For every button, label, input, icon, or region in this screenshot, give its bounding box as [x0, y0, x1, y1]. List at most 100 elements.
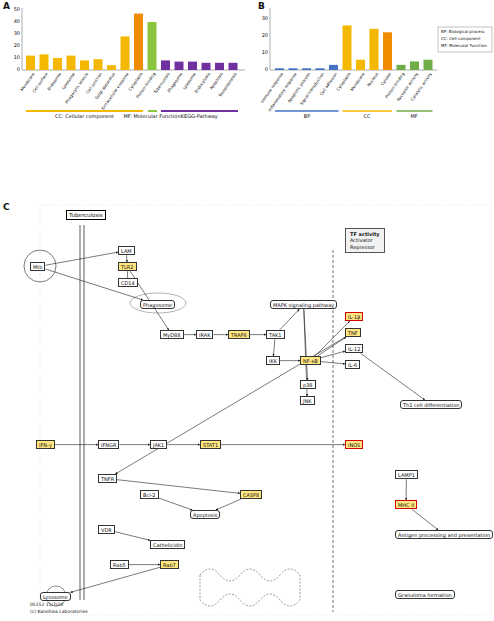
pathway-arrow: [361, 353, 425, 400]
bar: [343, 25, 352, 70]
pathway-arrow: [45, 252, 118, 265]
gene-box: STAT1: [200, 440, 221, 449]
chart-label: 30: [14, 31, 20, 37]
bar: [121, 36, 130, 70]
node-label: CASP8: [243, 492, 259, 498]
node-label: Rab7: [163, 562, 176, 568]
gene-box: IFNGR: [98, 440, 119, 449]
gene-box: JNK: [300, 396, 315, 405]
cell-membrane: [80, 225, 81, 600]
pathway-arrow: [167, 444, 200, 445]
gene-box: Rab7: [160, 560, 179, 569]
chart-label: Membrane: [350, 72, 366, 92]
legend-text: KEGG-Pathway: [181, 114, 218, 120]
bar: [302, 68, 311, 70]
node-label: TRAF6: [231, 332, 247, 338]
chart-label: (c) Kanehisa Laboratories: [30, 610, 88, 615]
node-label: Rab5: [113, 562, 126, 568]
bar: [40, 54, 49, 70]
node-label: TAK1: [269, 332, 282, 338]
chart-label: 05152 11/7/20: [30, 603, 63, 608]
bar: [329, 65, 338, 70]
node-label: IL-12: [348, 346, 360, 352]
node-label: Apoptosis: [193, 512, 217, 518]
pathway-arrow: [221, 444, 345, 445]
bar: [316, 68, 325, 70]
node-label: Th1 cell differentiation: [403, 402, 459, 408]
gene-box: Cathelicidin: [150, 540, 185, 549]
gene-box: VDR: [98, 525, 115, 534]
pathway-box: Phagosome: [140, 300, 175, 309]
er-outline: [200, 569, 300, 606]
node-label: MAPK signaling pathway: [273, 302, 334, 308]
node-label: p38: [303, 382, 313, 388]
chart-label: 0: [265, 67, 268, 73]
title-box: Tuberculosis: [66, 210, 106, 220]
pathway-arrow: [55, 444, 98, 445]
bar: [215, 63, 224, 70]
node-label: TLR2: [121, 264, 134, 270]
pathway-arrow: [115, 532, 150, 541]
chart-label: Cytosol: [380, 72, 392, 87]
chart-label: Immune response: [260, 72, 284, 104]
bar: [202, 63, 211, 70]
gene-box: LAM: [118, 246, 135, 255]
pathway-arrow: [159, 498, 193, 510]
pathway-arrow: [126, 255, 127, 262]
gene-box: LAMP1: [395, 470, 418, 479]
bar: [289, 68, 298, 70]
chart-label: 20: [14, 43, 20, 49]
pathway-arrow: [321, 362, 345, 364]
group-rule: [275, 110, 339, 112]
gene-box: TNFR: [98, 474, 117, 483]
bar: [67, 56, 76, 70]
legend-text: CC: Cellular component: [55, 114, 114, 120]
pathway-arrow: [317, 337, 345, 356]
chart-label: CC: [364, 114, 371, 120]
gene-box: MyD88: [160, 330, 184, 339]
node-text: Repressor: [350, 244, 380, 250]
node-label: Granuloma formation: [398, 592, 452, 598]
chart-label: 10: [14, 55, 20, 61]
gene-box: CASP8: [240, 490, 262, 499]
legend-box: TF activityActivatorRepressor: [345, 228, 385, 253]
chart-label: 50: [14, 7, 20, 13]
pathway-arrow: [406, 479, 407, 500]
node-label: MHC II: [398, 502, 414, 508]
node-label: Cathelicidin: [153, 542, 182, 548]
pathway-arrow: [45, 269, 143, 300]
gene-box: TNF: [345, 328, 361, 337]
pathway-arrow: [216, 499, 241, 510]
node-label: JAK1: [153, 442, 164, 448]
chart-label: MF: [410, 114, 417, 120]
gene-box: IFN-γ: [36, 440, 55, 449]
gene-box: MHC II: [395, 500, 417, 509]
pathway-arrow: [250, 334, 266, 335]
bar: [397, 65, 406, 70]
key-box: [438, 27, 492, 52]
bar: [175, 62, 184, 70]
legend-swatch: [161, 110, 238, 112]
pathway-box: Apoptosis: [190, 510, 220, 519]
pathway-box: Th1 cell differentiation: [400, 400, 462, 409]
gene-box: IKK: [266, 356, 280, 365]
chart-label: BP: [304, 114, 310, 120]
pathway-box: Antigen processing and presentation: [395, 530, 493, 539]
node-label: LAM: [121, 248, 132, 254]
gene-box: JAK1: [150, 440, 167, 449]
gene-box: NF-κB: [300, 356, 321, 365]
gene-box: TAK1: [266, 330, 285, 339]
node-label: TNF: [348, 330, 358, 336]
y-axis: [22, 8, 23, 70]
chart-label: Endosome: [47, 72, 63, 92]
node-label: VDR: [101, 527, 112, 533]
gene-box: p38: [300, 380, 316, 389]
node-label: STAT1: [203, 442, 218, 448]
pathway-arrow: [129, 564, 160, 565]
pathway-arrow: [321, 351, 345, 358]
node-label: MyD88: [163, 332, 181, 338]
node-label: Bcl-2: [143, 492, 156, 498]
node-label: IFNGR: [101, 442, 116, 448]
gene-box: CD14: [118, 278, 138, 287]
pathway-arrow: [412, 509, 438, 530]
